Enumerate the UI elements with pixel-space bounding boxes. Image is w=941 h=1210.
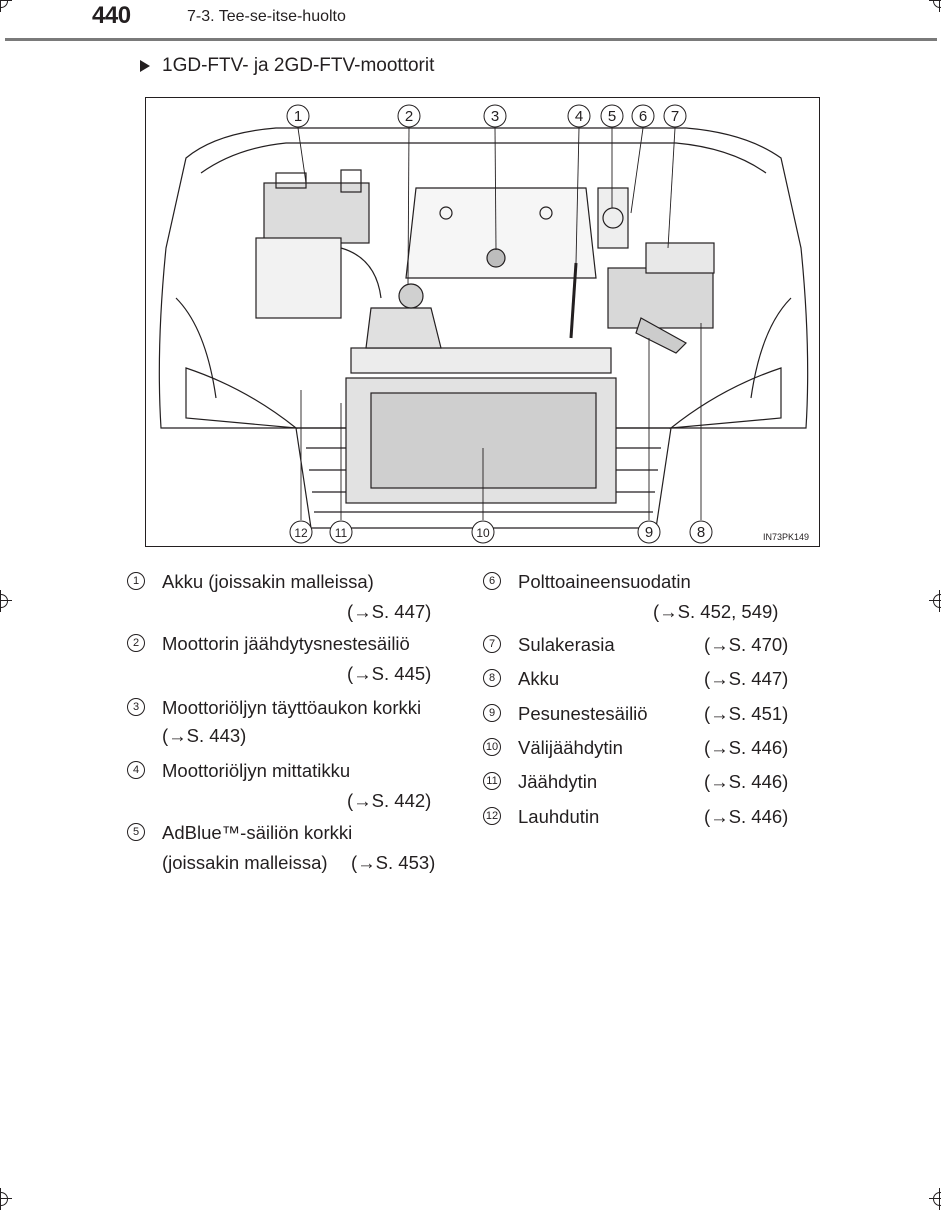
- page-reference[interactable]: (→S. 442): [347, 790, 432, 811]
- callout-circle-12: [289, 520, 313, 544]
- page-reference[interactable]: (→S. 453): [351, 852, 436, 873]
- registration-mark-bottom-right: [929, 1188, 941, 1210]
- callout-number: 5: [127, 823, 145, 841]
- callout-number: 10: [483, 738, 501, 756]
- callout-label-10: 10: [476, 526, 490, 540]
- callout-number: 2: [127, 634, 145, 652]
- callout-label-5: 5: [608, 108, 616, 125]
- registration-mark-bottom-left: [0, 1188, 12, 1210]
- callout-label-1: 1: [294, 108, 302, 125]
- registration-mark-top-right: [929, 0, 941, 12]
- page-reference[interactable]: (→S. 446): [704, 737, 789, 758]
- subheading-text: 1GD-FTV- ja 2GD-FTV-moottorit: [162, 55, 435, 76]
- figure-code: IN73PK149: [762, 532, 809, 542]
- callout-circle-1: [286, 104, 310, 128]
- callout-label-8: 8: [697, 524, 705, 541]
- callout-label-12: 12: [294, 526, 308, 540]
- legend-label: Akku: [518, 668, 560, 689]
- callout-circle-2: [397, 104, 421, 128]
- callout-number: 1: [127, 572, 145, 590]
- page-reference[interactable]: (→S. 451): [704, 703, 789, 724]
- legend-label: Akku (joissakin malleissa): [162, 571, 374, 592]
- section-title: 7-3. Tee-se-itse-huolto: [187, 8, 346, 25]
- callout-number: 7: [483, 635, 501, 653]
- page-reference[interactable]: (→S. 470): [704, 634, 789, 655]
- callout-number: 9: [483, 704, 501, 722]
- registration-mark-mid-right: [929, 590, 941, 612]
- callout-circle-11: [329, 520, 353, 544]
- page-reference[interactable]: (→S. 452, 549): [653, 601, 779, 622]
- legend-label-continued: (joissakin malleissa): [162, 852, 328, 873]
- callout-circle-10: [471, 520, 495, 544]
- legend-left-column: 1 Akku (joissakin malleissa) (→S. 447) 2…: [127, 568, 467, 878]
- callout-number: 8: [483, 669, 501, 687]
- callout-number: 12: [483, 807, 501, 825]
- callout-label-4: 4: [575, 108, 583, 125]
- legend-label: AdBlue™-säiliön korkki: [162, 822, 353, 843]
- legend-label: Lauhdutin: [518, 806, 600, 827]
- callout-label-2: 2: [405, 108, 413, 125]
- header-rule: [5, 38, 937, 41]
- page-reference[interactable]: (→S. 446): [704, 806, 789, 827]
- legend-label: Moottoriöljyn täyttöaukon korkki: [162, 697, 422, 718]
- page-reference[interactable]: (→S. 447): [347, 601, 432, 622]
- callout-label-7: 7: [671, 108, 679, 125]
- callout-number: 4: [127, 761, 145, 779]
- callout-circle-5: [600, 104, 624, 128]
- callout-circle-4: [567, 104, 591, 128]
- legend-label: Jäähdytin: [518, 771, 598, 792]
- callout-number: 3: [127, 698, 145, 716]
- callout-circle-8: [689, 520, 713, 544]
- legend-label: Polttoaineensuodatin: [518, 571, 691, 592]
- callout-number: 6: [483, 572, 501, 590]
- callout-label-6: 6: [639, 108, 647, 125]
- page-reference[interactable]: (→S. 447): [704, 668, 789, 689]
- registration-mark-mid-left: [0, 590, 12, 612]
- page-reference[interactable]: (→S. 445): [347, 663, 432, 684]
- callout-label-11: 11: [335, 526, 348, 540]
- callout-number: 11: [483, 772, 501, 790]
- callout-circle-7: [663, 104, 687, 128]
- callout-circle-6: [631, 104, 655, 128]
- legend-label: Pesunestesäiliö: [518, 703, 648, 724]
- callout-circle-9: [637, 520, 661, 544]
- legend-label: Moottorin jäähdytysnestesäiliö: [162, 633, 410, 654]
- callout-label-9: 9: [645, 524, 653, 541]
- triangle-bullet-icon: [140, 60, 150, 72]
- registration-mark-top-left: [0, 0, 12, 12]
- page-reference[interactable]: (→S. 443): [162, 725, 247, 746]
- legend-label: Välijäähdytin: [518, 737, 623, 758]
- legend-label: Sulakerasia: [518, 634, 615, 655]
- page-reference[interactable]: (→S. 446): [704, 771, 789, 792]
- subheading: 1GD-FTV- ja 2GD-FTV-moottorit: [140, 55, 434, 77]
- legend-right-column: 6 Polttoaineensuodatin (→S. 452, 549) 7 …: [483, 568, 813, 838]
- callout-label-3: 3: [491, 108, 499, 125]
- legend-label: Moottoriöljyn mittatikku: [162, 760, 351, 781]
- page-number: 440: [92, 2, 131, 29]
- callout-circle-3: [483, 104, 507, 128]
